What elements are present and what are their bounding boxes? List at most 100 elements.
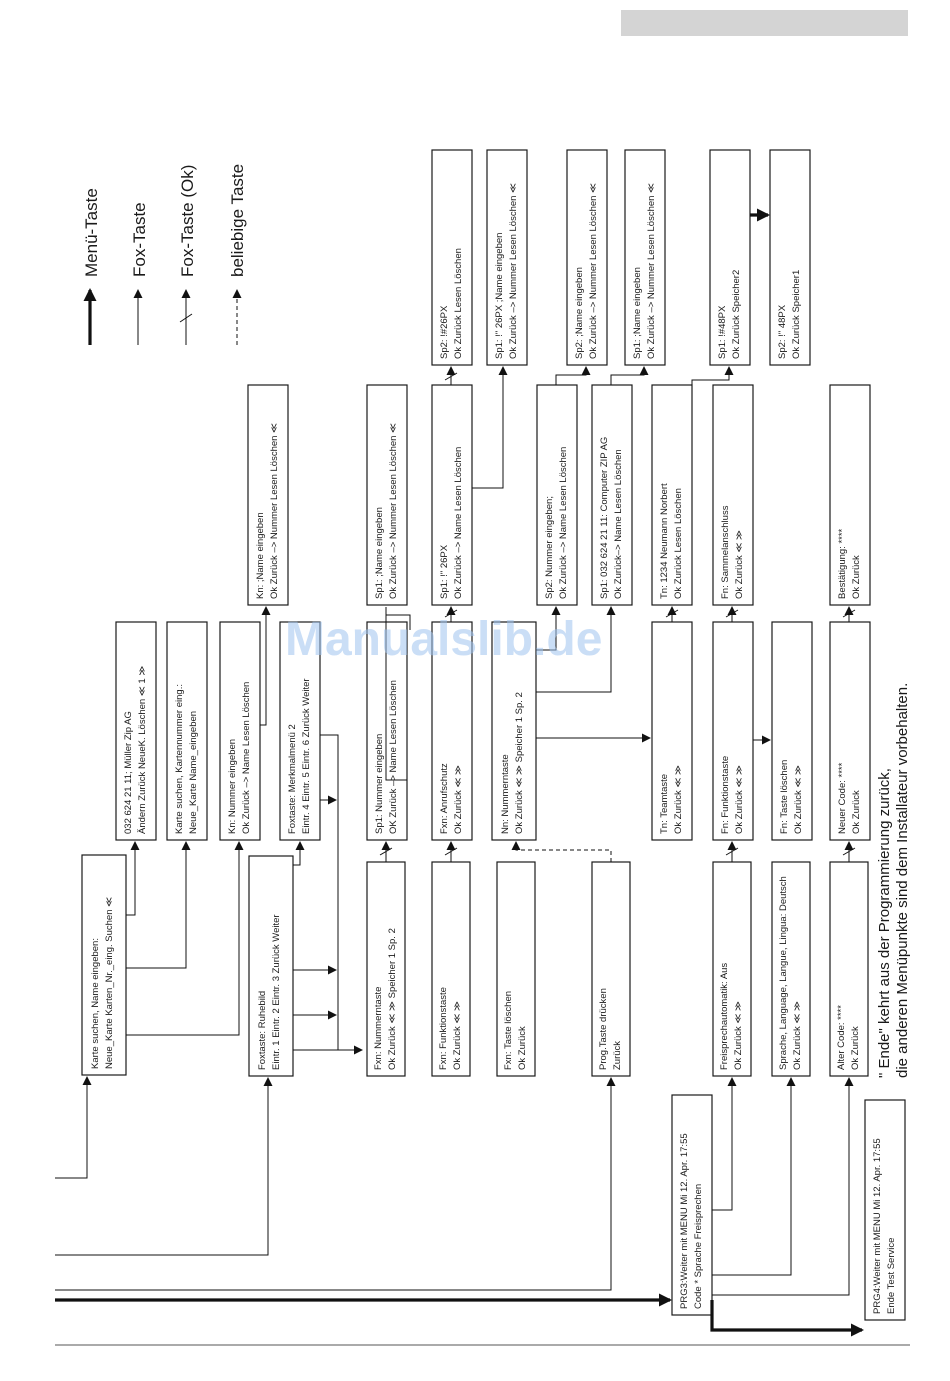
box-alter-code: Alter Code: **** Ok Zurück [829, 861, 869, 1077]
box-sp1-hash48: Sp1: !#48PX Ok Zurück Speicher2 [709, 149, 751, 366]
ok-slash [665, 609, 679, 618]
box-line: Fn: Funktionstaste [720, 756, 731, 834]
footer-line-1: " Ende" kehrt aus der Programmierung zur… [876, 768, 893, 1078]
box-fxn-funktionstaste: Fxn: Funktionstaste Ok Zurück ≪ ≫ [431, 861, 471, 1077]
box-kn-nummer: Kn: Nummer eingeben Ok Zurück –> Name Le… [219, 621, 261, 841]
box-line: Ok Zurück ≪ ≫ [733, 1001, 744, 1070]
box-line: Code * Sprache Freisprechen [693, 1184, 704, 1309]
fox-arrow [126, 841, 191, 969]
footer-line-2: die anderen Menüpunkte sind dem Installa… [894, 683, 911, 1078]
box-sp1-nummer: Sp1: Nummer eingeben OK Zurück –> Name L… [366, 621, 408, 841]
box-line: Zurück [612, 1041, 623, 1070]
any-key-arrow [511, 841, 612, 862]
fox-arrow [126, 841, 140, 916]
box-line: Sp1: 032 624 21 11: Computer ZIP AG [599, 437, 610, 599]
box-line: Bestätigung: **** [837, 528, 848, 599]
box-line: Ok Zurück ≪ ≫ [453, 765, 464, 834]
box-sp1-26px: Sp1: !" 26PX Ok Zurück –> Name Lesen Lös… [431, 384, 473, 606]
box-sprache: Sprache, Language, Langue, Lingua: Deuts… [771, 861, 811, 1077]
legend-menu-taste: Menü-Taste [82, 188, 101, 277]
box-sp2-48: Sp2: !" 48PX Ok Zurück Speicher1 [769, 149, 811, 366]
watermark: Manualslib.de [285, 613, 602, 666]
fox-arrow [536, 606, 561, 651]
box-sp2-hash26: Sp2: !#26PX Ok Zurück Lesen Löschen [431, 149, 473, 366]
box-prg3: PRG3:Weiter mit MENU Mi 12. Apr. 17:55 C… [671, 1094, 713, 1316]
box-line: Ok Zurück ≪ ≫ Speicher 1 Sp. 2 [387, 928, 398, 1070]
fox-arrow [293, 841, 305, 866]
fox-arrow [472, 366, 508, 489]
box-prog-taste: Prog.Taste drücken Zurück [591, 861, 631, 1077]
box-line: Ok Zurück –> Nummer Lesen Löschen ≪ [646, 183, 657, 359]
box-prg4: PRG4:Weiter mit MENU Mi 12. Apr. 17:55 E… [864, 1099, 906, 1321]
box-line: Eintr. 1 Eintr. 2 Eintr. 3 Zurück Weiter [271, 914, 282, 1070]
box-foxtaste-ruhebild: Foxtaste: Ruhebild Eintr. 1 Eintr. 2 Ein… [248, 855, 294, 1077]
fox-arrow [126, 841, 244, 1036]
legend-beliebige-taste: beliebige Taste [228, 164, 247, 277]
ok-slash [725, 609, 739, 618]
fox-arrow [55, 1077, 616, 1291]
box-line: Ok Zurück Speicher2 [731, 270, 742, 359]
box-sp1-name-b: Sp1: ;Name eingeben Ok Zurück –> Nummer … [624, 149, 666, 366]
fox-arrow [712, 1077, 796, 1276]
fox-arrow [536, 606, 616, 693]
box-line: Eintr. 4 Eintr. 5 Eintr. 6 Zurück Weiter [301, 678, 312, 834]
legend-ok-slash [179, 313, 193, 323]
box-line: Ok Zurück–> Name Lesen Löschen [613, 449, 624, 599]
menu-arrow [710, 1300, 864, 1337]
ok-slash [444, 847, 458, 856]
box-line: Fxn: Funktionstaste [438, 987, 449, 1070]
box-line: Tn: 1234 Neumann Norbert [659, 483, 670, 599]
box-line: Karte suchen, Kartennummer eing.: [174, 684, 185, 834]
box-line: Ok Zurück –> Nummer Lesen Löschen ≪ [269, 423, 280, 599]
box-fn-funktionstaste: Fn: Funktionstaste Ok Zurück ≪ ≫ [712, 621, 754, 841]
box-fn-taste-loeschen: Fn: Taste löschen Ok Zurück ≪ ≫ [771, 621, 813, 841]
ok-slash [379, 847, 393, 856]
box-line: Ok Zurück ≪ ≫ [734, 530, 745, 599]
box-line: Ende Test Service [886, 1238, 897, 1314]
box-line: Ok Zurück –> Name Lesen Löschen [558, 447, 569, 599]
legend-fox-taste: Fox-Taste [130, 202, 149, 277]
box-line: Sp1: !" 26PX [439, 544, 450, 599]
box-line: PRG4:Weiter mit MENU Mi 12. Apr. 17:55 [872, 1138, 883, 1314]
fox-arrow [712, 1077, 854, 1296]
box-bestaetigung: Bestätigung: **** Ok Zurück [829, 384, 871, 606]
box-neuer-code: Neuer Code: **** Ok Zurück [829, 621, 871, 841]
box-sp1-computer: Sp1: 032 624 21 11: Computer ZIP AG Ok Z… [591, 384, 633, 606]
box-sp2-name: Sp2: ;Name eingeben Ok Zurück –> Nummer … [566, 149, 608, 366]
box-sp1-name: Sp1: ;Name eingeben Ok Zurück –> Nummer … [366, 384, 408, 606]
legend: Menü-Taste Fox-Taste Fox-Taste (Ok) beli… [82, 164, 247, 345]
box-nn-nummerntaste: Nn: Nummerntaste Ok Zurück ≪ ≫ Speicher … [491, 621, 537, 841]
box-fxn-taste-loeschen: Fxn: Taste löschen Ok Zurück [496, 861, 536, 1077]
ok-slash [444, 609, 458, 618]
box-freisprechautomatik: Freisprechautomatik: Aus Ok Zurück ≪ ≫ [712, 861, 752, 1077]
box-line: Sp1: ;Name eingeben [632, 267, 643, 359]
fox-arrow [691, 366, 734, 385]
box-line: Ok Zurück ≪ ≫ [452, 1001, 463, 1070]
box-line: Fxn: Anrufschutz [439, 763, 450, 834]
box-line: Ok Zurück ≪ ≫ [673, 765, 684, 834]
box-line: Sp2: !" 48PX [777, 304, 788, 359]
box-line: Kn: Nummer eingeben [227, 739, 238, 834]
fox-line [385, 607, 407, 781]
box-line: Ok Zurück [517, 1026, 528, 1070]
box-line: Sprache, Language, Langue, Lingua: Deuts… [778, 876, 789, 1070]
header-bar [621, 10, 908, 36]
box-kartennummer: Karte suchen, Kartennummer eing.: Neue_K… [166, 621, 208, 841]
box-line: Fxn: Nummerntaste [373, 987, 384, 1070]
box-tn-teamtaste: Tn: Teamtaste Ok Zurück ≪ ≫ [651, 621, 693, 841]
box-line: Tn: Teamtaste [659, 774, 670, 834]
box-fn-sammel: Fn: Sammelanschluss Ok Zurück ≪ ≫ [712, 384, 754, 606]
box-line: Ok Zurück –> Name Lesen Löschen [241, 682, 252, 834]
ok-slash [842, 847, 856, 856]
fox-arrow [260, 606, 271, 726]
box-tn-neumann: Tn: 1234 Neumann Norbert Ok Zurück Lesen… [651, 384, 693, 606]
box-sp1-26-name: Sp1: !" 26PX ;Name eingeben Ok Zurück –>… [486, 149, 528, 366]
box-line: Ok Zurück Lesen Löschen [453, 248, 464, 359]
footer-note: " Ende" kehrt aus der Programmierung zur… [876, 683, 911, 1078]
box-line: Ok Zurück ≪ ≫ Speicher 1 Sp. 2 [514, 692, 525, 834]
box-line: Ok Zurück Speicher1 [791, 270, 802, 359]
ok-slash [444, 372, 458, 381]
fox-line [320, 734, 339, 1050]
box-line: Ok Zurück [851, 790, 862, 834]
